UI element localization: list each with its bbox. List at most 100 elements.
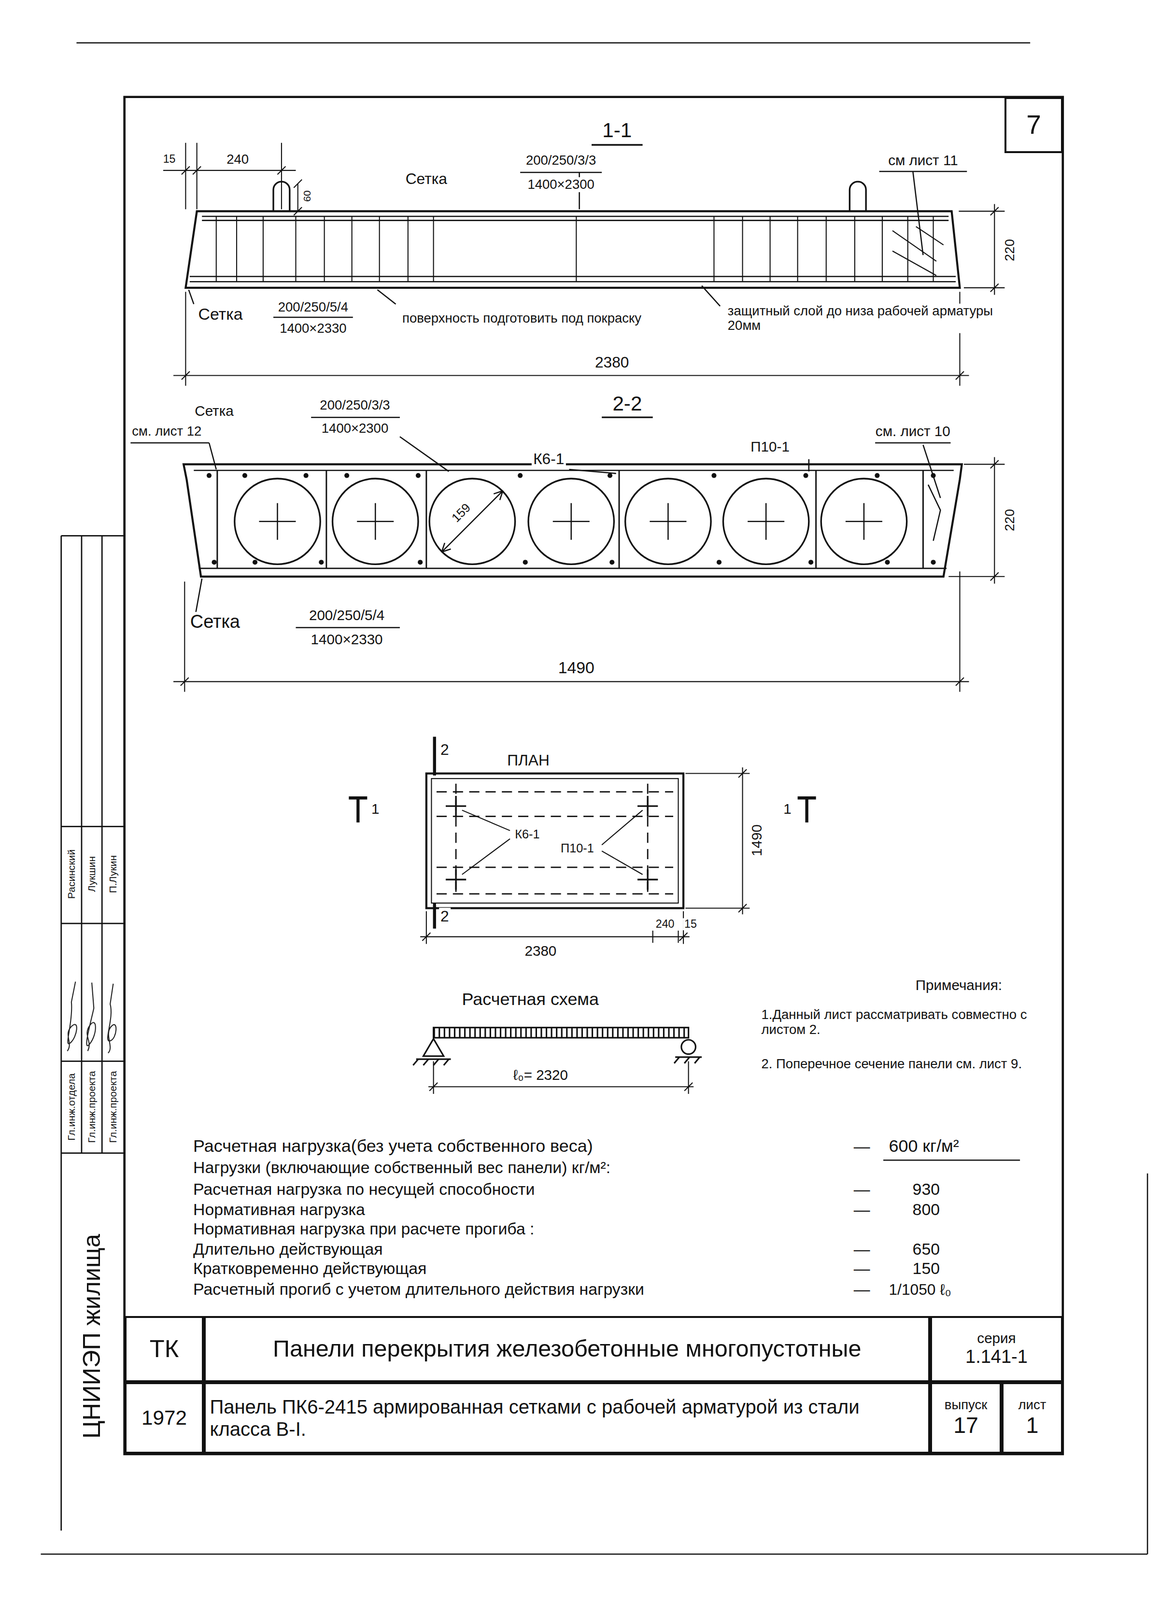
section-1-1 (189, 216, 956, 282)
sheet-frame (40, 42, 1148, 1555)
section-1-1 (216, 216, 934, 282)
cell-text: лист (1018, 1397, 1047, 1413)
drawing-label: 1.Данный лист рассматривать совместно с … (760, 1007, 1060, 1037)
drawing-label: 159 (448, 500, 475, 527)
section-2-2 (415, 473, 421, 479)
drawing-label: — (852, 1280, 872, 1299)
cell-text: серия (976, 1329, 1016, 1347)
section-2-2 (601, 416, 653, 418)
drawing-label: 1400×2330 (278, 321, 348, 336)
drawing-label: 1400×2300 (525, 177, 596, 192)
title-block-cell: Панели перекрытия железобетонные многопу… (203, 1315, 931, 1383)
load-table-rule (883, 1159, 1020, 1161)
section-2-2 (523, 559, 528, 565)
section-1-1 (958, 204, 1005, 296)
section-2-2 (311, 417, 449, 472)
drawing-label: К6-1 (513, 827, 541, 842)
plan-view (445, 795, 658, 890)
drawing-label: 2 (438, 741, 451, 759)
design-scheme (681, 1039, 696, 1055)
section-2-2 (711, 473, 717, 479)
section-2-2 (252, 559, 258, 565)
signature (67, 981, 77, 1052)
plan-view (420, 911, 690, 945)
drawing-label: 1400×2300 (320, 421, 390, 436)
drawing-label: 15 (161, 153, 178, 166)
section-2-2 (808, 559, 814, 565)
cell-text: 1972 (141, 1406, 187, 1430)
design-scheme (433, 1027, 689, 1038)
sheet-frame (40, 1173, 1148, 1555)
drawing-label: 1400×2330 (309, 631, 385, 648)
design-scheme (412, 1038, 451, 1066)
drawing-label: 930 (911, 1180, 942, 1199)
drawing-label: Нормативная нагрузка (191, 1200, 367, 1219)
drawing-label: Расинский (65, 848, 77, 901)
drawing-label: Гл.инж.проекта (85, 1069, 98, 1145)
section-2-2 (930, 559, 936, 565)
drawing-label: 200/250/3/3 (524, 152, 598, 168)
drawing-label: П.Лукин (107, 853, 119, 895)
drawing-label: 150 (911, 1259, 942, 1278)
section-2-2 (607, 473, 613, 479)
section-2-2 (948, 457, 1005, 584)
section-1-1 (377, 289, 396, 305)
drawing-label: 1 (781, 801, 793, 818)
section-2-2 (130, 417, 1005, 692)
drawing-label: — (852, 1200, 872, 1219)
section-1-1 (293, 179, 302, 216)
drawing-label: Сетка (193, 403, 235, 420)
section-1-1 (879, 171, 968, 255)
sheet-frame (61, 535, 125, 1531)
drawing-label: Расчетная схема (460, 990, 601, 1009)
signature (86, 982, 96, 1052)
drawing-label: Кратковременно действующая (191, 1259, 428, 1278)
drawing-label: — (852, 1137, 872, 1156)
drawing-label: Сетка (404, 169, 449, 187)
design-scheme (412, 1027, 702, 1094)
drawing-label: 200/250/5/4 (307, 607, 386, 623)
cell-text: 17 (953, 1412, 979, 1439)
section-2-2 (517, 473, 523, 479)
section-1-1 (520, 172, 602, 210)
cell-text: Панели перекрытия железобетонные многопу… (272, 1335, 862, 1363)
signature (107, 983, 116, 1054)
section-2-2 (318, 559, 324, 565)
drawing-label: Нормативная нагрузка при расчете прогиба… (191, 1220, 536, 1239)
cell-text: 7 (1026, 109, 1042, 141)
plan-view (348, 797, 816, 823)
drawing-label: — (852, 1240, 872, 1259)
drawing-label: Нагрузки (включающие собственный вес пан… (191, 1159, 612, 1177)
title-block-cell: 7 (1004, 97, 1063, 154)
drawing-label: Расчетная нагрузка по несущей способност… (191, 1180, 537, 1199)
drawing-label: защитный слой до низа рабочей арматуры 2… (726, 303, 1000, 334)
section-2-2 (569, 469, 617, 474)
section-1-1 (163, 142, 1005, 386)
cell-text: Панель ПК6-2415 армированная сетками с р… (209, 1395, 925, 1441)
section-2-2 (874, 473, 880, 479)
section-2-2 (183, 464, 962, 577)
section-2-2 (130, 442, 216, 470)
sheet-frame (76, 42, 1031, 44)
drawing-label: 220 (1002, 237, 1018, 263)
section-2-2 (242, 473, 248, 479)
drawing-label: см. лист 12 (130, 424, 203, 439)
drawing-label: П10-1 (559, 841, 596, 856)
section-2-2 (258, 503, 882, 540)
section-2-2 (803, 473, 808, 479)
drawing-label: 1490 (749, 822, 765, 858)
drawing-label: 240 (225, 151, 251, 167)
drawing-label: ℓ₀= 2320 (511, 1067, 570, 1084)
drawing-label: Примечания: (914, 977, 1004, 994)
section-2-2 (884, 559, 890, 565)
drawing-label: 15 (682, 918, 699, 931)
sheet-frame (124, 97, 1063, 1455)
section-2-2 (930, 473, 936, 479)
drawing-label: Сетка (197, 305, 245, 324)
title-block-cell: 1972 (124, 1382, 205, 1454)
title-block-cell: Панель ПК6-2415 армированная сетками с р… (203, 1382, 931, 1454)
drawing-label: 200/250/5/4 (276, 299, 350, 315)
drawing-label: 240 (654, 918, 677, 931)
drawing-label: 2380 (523, 942, 558, 959)
